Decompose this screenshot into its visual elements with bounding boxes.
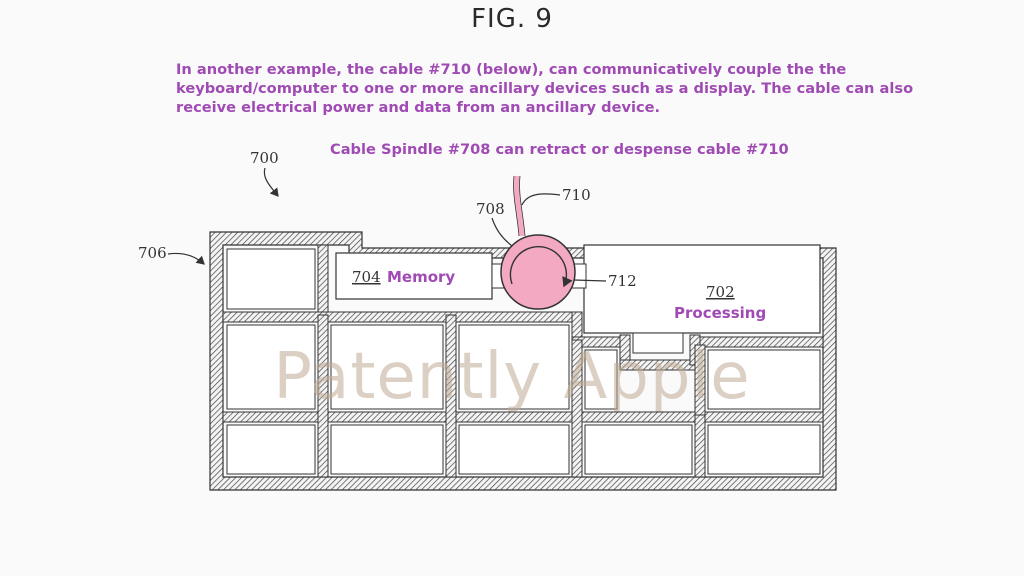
ref-704: 704	[352, 268, 381, 286]
ref-700: 700	[250, 149, 279, 167]
ref-708: 708	[476, 200, 505, 218]
ref-706: 706	[138, 244, 167, 262]
annotation-caption: In another example, the cable #710 (belo…	[176, 61, 914, 116]
ref-710: 710	[562, 186, 591, 204]
watermark: Patently Apple	[273, 340, 751, 414]
processing-block: 702 Processing	[571, 244, 821, 354]
key-grid-walls	[222, 244, 824, 478]
memory-block: 704 Memory	[335, 252, 505, 300]
cable	[513, 175, 526, 237]
ref-702: 702	[706, 283, 735, 301]
spindle-caption: Cable Spindle #708 can retract or despen…	[330, 141, 789, 158]
processing-label: Processing	[674, 304, 766, 322]
figure-title: FIG. 9	[471, 4, 553, 34]
ref-712: 712	[608, 272, 637, 290]
cable-spindle	[500, 234, 576, 310]
key-cells	[226, 248, 821, 475]
memory-label: Memory	[387, 268, 455, 286]
reference-labels: 700 706 708 710 712	[138, 149, 637, 290]
